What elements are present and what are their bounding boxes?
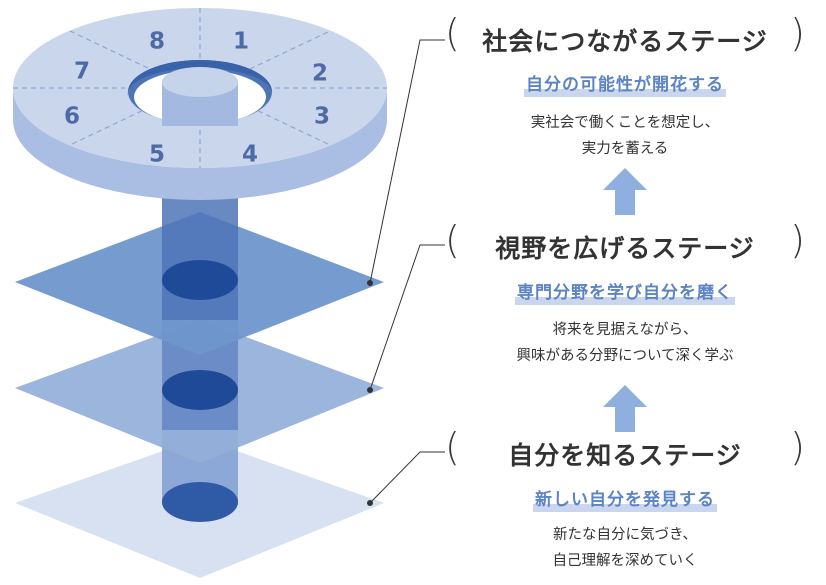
stage-2: ( ) 視野を広げるステージ 専門分野を学び自分を磨く 将来を見据えながら、 興… bbox=[445, 221, 805, 375]
stage-subtitle: 専門分野を学び自分を磨く bbox=[445, 278, 805, 305]
description-line: 実力を蓄える bbox=[581, 141, 669, 157]
ring-segment-number: 5 bbox=[149, 142, 165, 168]
ring-segment-number: 3 bbox=[314, 104, 330, 130]
stage-subtitle-text: 専門分野を学び自分を磨く bbox=[515, 278, 735, 305]
ring-segment-number: 1 bbox=[233, 29, 249, 55]
stage-description: 新たな自分に気づき、 自己理解を深めていく bbox=[445, 522, 805, 574]
description-line: 実社会で働くことを想定し、 bbox=[530, 115, 720, 131]
bracket-right: ) bbox=[790, 425, 805, 469]
pillar-ellipse-top bbox=[162, 260, 238, 300]
bracket-left: ( bbox=[445, 425, 460, 469]
stage-subtitle-text: 自分の可能性が開花する bbox=[524, 70, 726, 97]
bracket-left: ( bbox=[445, 218, 460, 262]
ring-segment-numbers: 1 2 3 4 5 6 7 8 bbox=[64, 29, 330, 168]
pillar-ellipse-bottom bbox=[162, 482, 238, 522]
description-line: 将来を見据えながら、 bbox=[552, 322, 698, 338]
up-arrow-1 bbox=[603, 168, 647, 215]
ring-segment-number: 7 bbox=[74, 59, 90, 85]
connector-dot-2 bbox=[367, 387, 373, 393]
stage-subtitle: 自分の可能性が開花する bbox=[445, 70, 805, 97]
stage-3: ( ) 自分を知るステージ 新しい自分を発見する 新たな自分に気づき、 自己理解… bbox=[445, 428, 805, 582]
stage-subtitle-text: 新しい自分を発見する bbox=[533, 485, 717, 512]
bracket-left: ( bbox=[445, 11, 460, 55]
description-line: 興味がある分野について深く学ぶ bbox=[516, 348, 734, 364]
stage-description: 将来を見据えながら、 興味がある分野について深く学ぶ bbox=[445, 317, 805, 369]
stage-title: 視野を広げるステージ bbox=[495, 234, 755, 263]
ring-disc bbox=[13, 8, 387, 200]
stage-title: 社会につながるステージ bbox=[482, 27, 768, 56]
pillar-ellipse-middle bbox=[162, 370, 238, 410]
bracket-right: ) bbox=[790, 11, 805, 55]
ring-segment-number: 4 bbox=[242, 142, 258, 168]
ring-segment-number: 6 bbox=[64, 104, 80, 130]
connector-dot-3 bbox=[367, 500, 373, 506]
ring-segment-number: 2 bbox=[312, 61, 328, 87]
stage-title: 自分を知るステージ bbox=[508, 441, 742, 470]
ring-segment-number: 8 bbox=[149, 29, 165, 55]
description-line: 自己理解を深めていく bbox=[552, 553, 698, 569]
bracket-right: ) bbox=[790, 218, 805, 262]
stage-1: ( ) 社会につながるステージ 自分の可能性が開花する 実社会で働くことを想定し… bbox=[445, 14, 805, 168]
connector-dot-1 bbox=[367, 280, 373, 286]
stage-subtitle: 新しい自分を発見する bbox=[445, 485, 805, 512]
stage-description: 実社会で働くことを想定し、 実力を蓄える bbox=[445, 110, 805, 162]
description-line: 新たな自分に気づき、 bbox=[553, 527, 697, 543]
up-arrow-2 bbox=[603, 385, 647, 432]
connector-lines bbox=[369, 39, 445, 504]
